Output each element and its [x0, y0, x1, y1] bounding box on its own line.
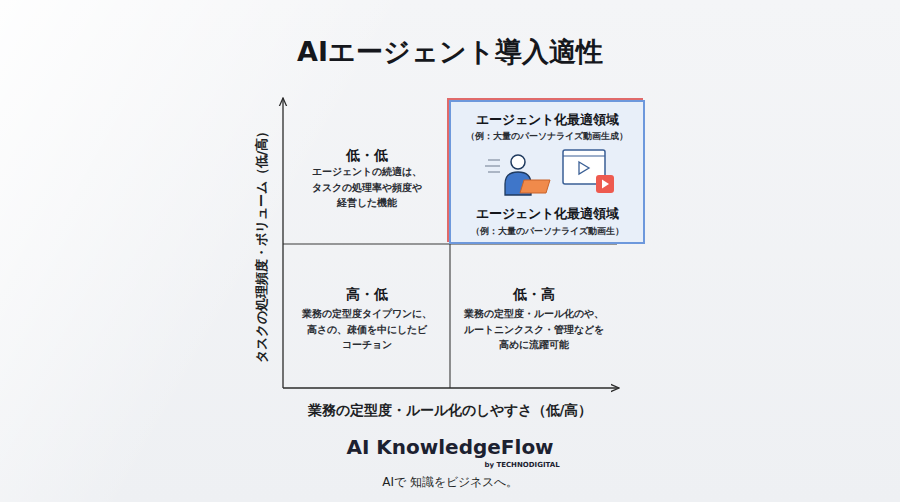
brand-name: AI KnowledgeFlow	[300, 435, 600, 459]
brand-tagline: AIで 知識をビジネスへ。	[300, 474, 600, 490]
quadrant-heading: 高・低	[283, 285, 450, 303]
browser-window	[563, 150, 605, 184]
laptop-icon	[520, 180, 550, 193]
quadrant-heading: 低・高	[450, 285, 617, 303]
play-icon	[602, 180, 609, 189]
agent-illustration	[485, 150, 614, 195]
zone-heading: エージェント化最適領域	[451, 205, 643, 222]
speed-line	[485, 165, 500, 166]
browser-bar	[563, 155, 605, 156]
zone-example: （例：大量のパーソナライズ動画生成）	[451, 130, 643, 142]
quadrant-description: 業務の定型度タイプワンに、 高さの、疎価を中にしたビ コーチョン	[286, 306, 448, 353]
axis-label: 業務の定型度・ルール化のしやすさ（低/高）	[250, 401, 650, 419]
highlight-box: エージェント化最適領域 （例：大量のパーソナライズ動画生成） エージェント化最適領域…	[449, 100, 645, 244]
person-head	[511, 155, 525, 169]
quadrant-description: 業務の定型度・ルール化のや、 ルートニンクスク・管理などを 高めに流躍可能	[453, 306, 615, 353]
quadrant-cell: 低・高業務の定型度・ルール化のや、 ルートニンクスク・管理などを 高めに流躍可能	[450, 244, 617, 388]
person-body	[505, 172, 531, 195]
y-axis	[282, 98, 283, 388]
play-button	[596, 175, 614, 193]
brand-byline: by TECHNODIGITAL	[482, 461, 562, 470]
quadrant-description: エージェントの続適は、 タスクの処理率や頻度や 経営した機能	[286, 164, 448, 211]
axis-label: タスクの処理頻度・ボリューム（低/高）	[253, 94, 271, 394]
zone-heading: エージェント化最適領域	[451, 111, 643, 128]
x-axis	[283, 387, 619, 388]
quadrant-heading: 低・低	[283, 146, 450, 164]
play-icon	[579, 162, 589, 174]
speed-line	[488, 171, 500, 172]
quadrant-cell: 高・低業務の定型度タイプワンに、 高さの、疎価を中にしたビ コーチョン	[283, 244, 450, 388]
quadrant-cell: 低・低エージェントの続適は、 タスクの処理率や頻度や 経営した機能	[283, 100, 450, 244]
zone-example: （例：大量のパーソナライズ動画生）	[451, 225, 643, 237]
speed-line	[488, 159, 500, 160]
diagram-title: AIエージェント導入適性	[0, 34, 900, 70]
